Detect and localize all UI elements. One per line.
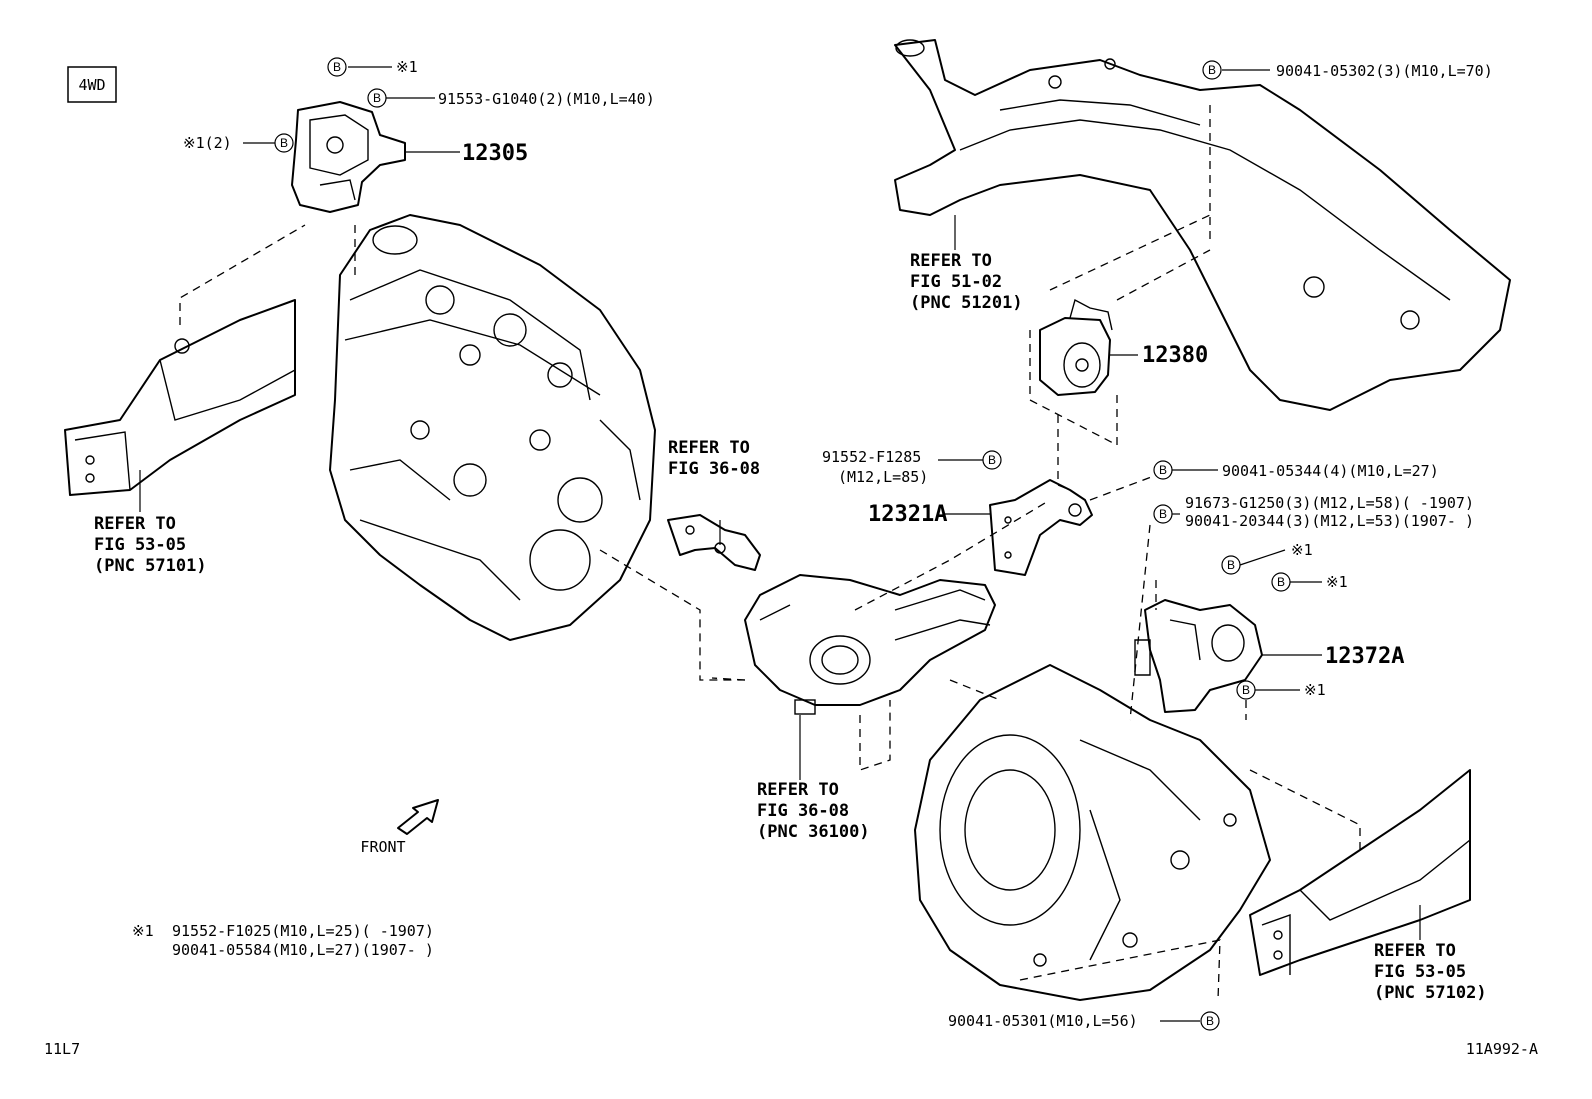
bolt-callout-8: B [1221, 555, 1241, 575]
bolt-callout-2: B [367, 88, 387, 108]
front-arrow-icon [397, 799, 439, 835]
bolt-spec-90041-05301: 90041-05301(M10,L=56) [948, 1012, 1138, 1030]
bolt-callout-3: B [274, 133, 294, 153]
engine-block-illustration [329, 214, 656, 641]
bolt-spec-91673-g1250: 91673-G1250(3)(M12,L=58)( -1907) [1185, 494, 1474, 512]
bolt-spec-90041-05344: 90041-05344(4)(M10,L=27) [1222, 462, 1439, 480]
4wd-badge-text: 4WD [78, 76, 105, 94]
ref-line: FIG 53-05 [1374, 962, 1466, 982]
transmission-illustration [914, 664, 1271, 1001]
ref-line: REFER TO [910, 251, 992, 271]
assembly-dashed-lines [179, 105, 1361, 1001]
bolt-callout-10: B [1236, 680, 1256, 700]
bolt-spec-90041-05302: 90041-05302(3)(M10,L=70) [1276, 62, 1493, 80]
footer-right-code: 11A992-A [1466, 1040, 1538, 1058]
ref-line: REFER TO [1374, 941, 1456, 961]
part-number-12305: 12305 [462, 141, 528, 166]
note-mark-label: ※1 [1304, 681, 1326, 699]
bolt-spec-90041-20344: 90041-20344(3)(M12,L=53)(1907- ) [1185, 512, 1474, 530]
small-bracket-illustration [667, 514, 761, 571]
ref-line: REFER TO [668, 438, 750, 458]
bolt-letter: B [1277, 575, 1285, 589]
note-mark-label: ※1 [396, 58, 418, 76]
left-frame-rail-illustration [64, 299, 296, 496]
bolt-letter: B [373, 91, 381, 105]
bolt-callout-7: B [1153, 504, 1173, 524]
ref-line: REFER TO [757, 780, 839, 800]
bolt-letter: B [333, 60, 341, 74]
part-number-12380: 12380 [1142, 343, 1208, 368]
ref-line: FIG 51-02 [910, 272, 1002, 292]
footnote-line-2: 90041-05584(M10,L=27)(1907- ) [172, 941, 434, 959]
footnote-mark: ※1 [132, 922, 154, 940]
refer-fig-36-08-bracket: REFER TO FIG 36-08 [668, 438, 760, 479]
bolt-letter: B [1208, 63, 1216, 77]
bolt-callout-9: B [1271, 572, 1291, 592]
refer-fig-51-02: REFER TO FIG 51-02 (PNC 51201) [910, 251, 1023, 313]
transfer-unit-illustration [744, 574, 996, 715]
bolt-spec-91553: 91553-G1040(2)(M10,L=40) [438, 90, 655, 108]
ref-line: (PNC 36100) [757, 822, 870, 842]
mount-12305-illustration [291, 101, 406, 213]
part-number-12372a: 12372A [1325, 644, 1404, 669]
bolt-letter: B [1159, 463, 1167, 477]
ref-line: FIG 53-05 [94, 535, 186, 555]
footnote: ※1 91552-F1025(M10,L=25)( -1907) 90041-0… [132, 922, 434, 959]
right-frame-rail-illustration [1249, 769, 1471, 976]
refer-fig-53-05-right: REFER TO FIG 53-05 (PNC 57102) [1374, 941, 1487, 1003]
bolt-spec-91552-f1285-size: (M12,L=85) [838, 468, 928, 486]
bolt-letter: B [1242, 683, 1250, 697]
bolt-callout-4: B [1202, 60, 1222, 80]
note-mark-qty-label: ※1(2) [183, 134, 232, 152]
mount-12372a-illustration [1134, 599, 1263, 713]
front-label: FRONT [360, 838, 405, 856]
ref-line: FIG 36-08 [668, 459, 760, 479]
bolt-callout-5: B [982, 450, 1002, 470]
footnote-line-1: 91552-F1025(M10,L=25)( -1907) [172, 922, 434, 940]
ref-line: (PNC 57102) [1374, 983, 1487, 1003]
leader-lines [139, 66, 1421, 1022]
bolt-letter: B [1206, 1014, 1214, 1028]
bolt-letter: B [280, 136, 288, 150]
bolt-letter: B [1227, 558, 1235, 572]
footer-left-code: 11L7 [44, 1040, 80, 1058]
ref-line: FIG 36-08 [757, 801, 849, 821]
bolt-callout-6: B [1153, 460, 1173, 480]
ref-line: (PNC 51201) [910, 293, 1023, 313]
4wd-badge: 4WD [67, 66, 117, 103]
bolt-spec-91552-f1285: 91552-F1285 [822, 448, 921, 466]
note-mark-label: ※1 [1291, 541, 1313, 559]
bolt-letter: B [988, 453, 996, 467]
note-mark-label: ※1 [1326, 573, 1348, 591]
ref-line: REFER TO [94, 514, 176, 534]
subframe-illustration [894, 39, 1511, 411]
bolt-callout-11: B [1200, 1011, 1220, 1031]
part-number-12321a: 12321A [868, 502, 947, 527]
bolt-callout-1: B [327, 57, 347, 77]
mount-12380-illustration [1039, 298, 1113, 396]
bolt-letter: B [1159, 507, 1167, 521]
bracket-12321a-illustration [989, 479, 1093, 576]
refer-fig-53-05-left: REFER TO FIG 53-05 (PNC 57101) [94, 514, 207, 576]
ref-line: (PNC 57101) [94, 556, 207, 576]
refer-fig-36-08-transfer: REFER TO FIG 36-08 (PNC 36100) [757, 780, 870, 842]
